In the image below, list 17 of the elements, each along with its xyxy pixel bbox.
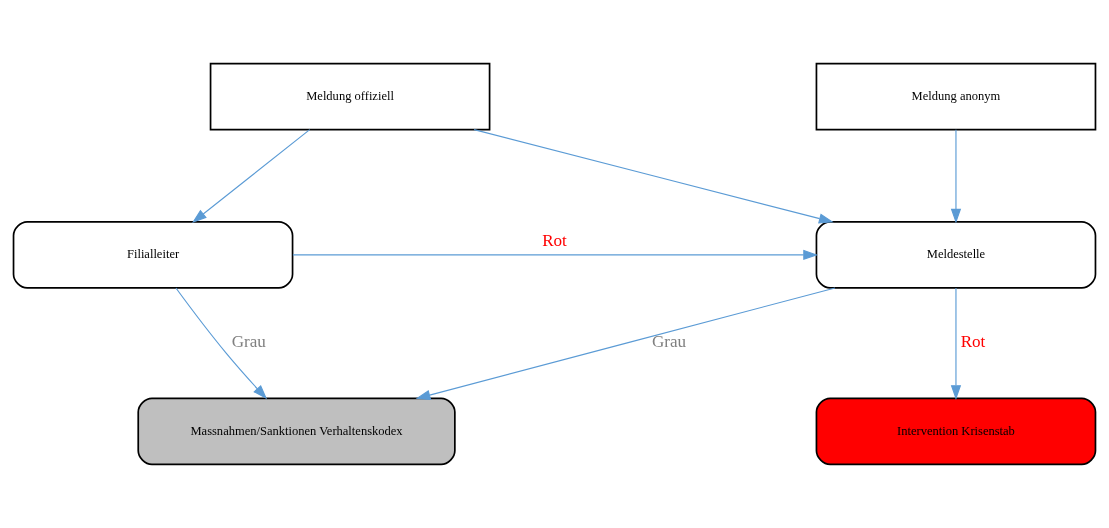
edge-label: Grau	[231, 332, 266, 352]
edge-label: Rot	[960, 332, 986, 352]
arrow	[175, 287, 268, 400]
arrow	[473, 129, 834, 224]
node-box: Filialleiter	[12, 221, 294, 289]
arrow	[292, 249, 819, 261]
node-box: Meldung anonym	[815, 62, 1097, 131]
node-box: Massnahmen/Sanktionen Verhaltenskodex	[137, 397, 456, 466]
edge-label: Rot	[542, 230, 567, 250]
node-box: Meldung offiziell	[209, 62, 491, 131]
arrow	[950, 287, 962, 400]
node-box: Intervention Krisenstab	[815, 397, 1097, 466]
node-box: Meldestelle	[815, 221, 1097, 289]
arrow	[415, 287, 836, 401]
arrow	[950, 129, 962, 224]
arrow	[192, 129, 311, 223]
edge-label: Grau	[651, 332, 687, 352]
